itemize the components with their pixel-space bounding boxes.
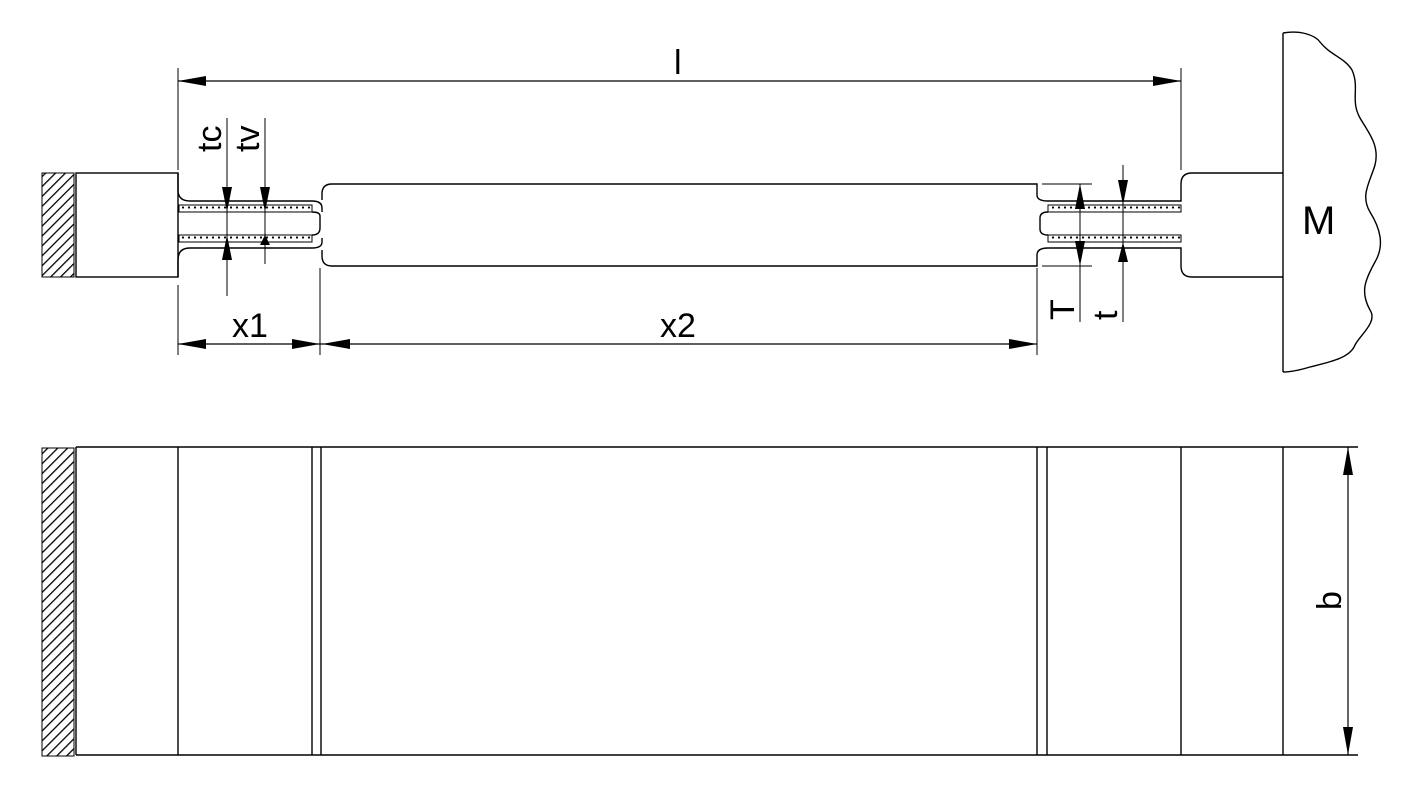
side-view: M l tc tv T: [41, 31, 1382, 373]
t-label: t: [1087, 310, 1125, 320]
T-label: T: [1044, 299, 1082, 320]
x2-label: x2: [660, 307, 696, 345]
top-view: b: [41, 446, 1358, 757]
tv-label: tv: [229, 126, 267, 152]
dimension-t: t: [1087, 165, 1128, 322]
mass-label: M: [1302, 199, 1335, 243]
fixed-support-hatch: [41, 172, 75, 278]
fixed-support-hatch-top: [41, 447, 75, 757]
dimension-T: T: [1042, 183, 1092, 322]
clamp-block: [75, 172, 179, 278]
tc-label: tc: [191, 126, 229, 152]
beam-lower-contour: [177, 247, 1283, 278]
width-label: b: [1311, 591, 1349, 610]
dimension-x2: x2: [320, 268, 1038, 355]
beam-upper-contour: [177, 172, 1283, 202]
x1-label: x1: [232, 307, 268, 345]
dimension-x1: x1: [177, 268, 321, 355]
length-label: l: [674, 44, 682, 82]
dimension-length: l: [177, 44, 1182, 170]
dimension-tc: tc: [191, 118, 232, 296]
dimension-tv: tv: [229, 118, 270, 264]
piezo-layers-left: [178, 200, 323, 249]
tip-mass: [1282, 31, 1382, 373]
dimension-width: b: [1311, 447, 1353, 755]
piezo-layers-right: [1039, 204, 1182, 243]
